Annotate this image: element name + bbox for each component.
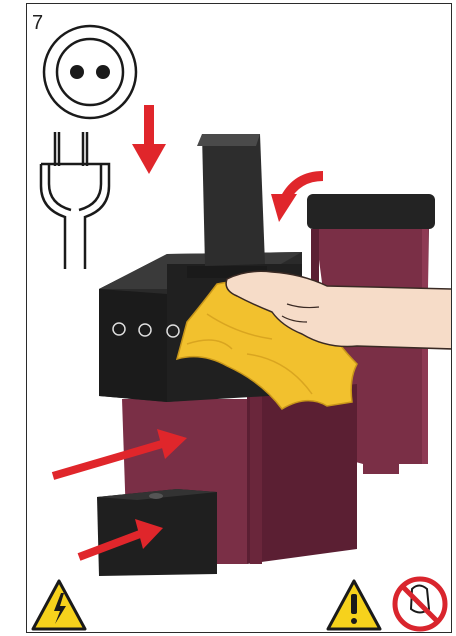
power-socket-icon: [44, 26, 136, 118]
illustration: [27, 4, 452, 633]
electric-hazard-warning-icon: [33, 581, 85, 629]
general-warning-icon: [328, 581, 380, 629]
unplug-arrow-icon: [132, 105, 166, 174]
no-dishwasher-icon: [395, 579, 445, 629]
power-plug-icon: [41, 132, 109, 269]
instruction-panel: 7: [26, 3, 452, 633]
